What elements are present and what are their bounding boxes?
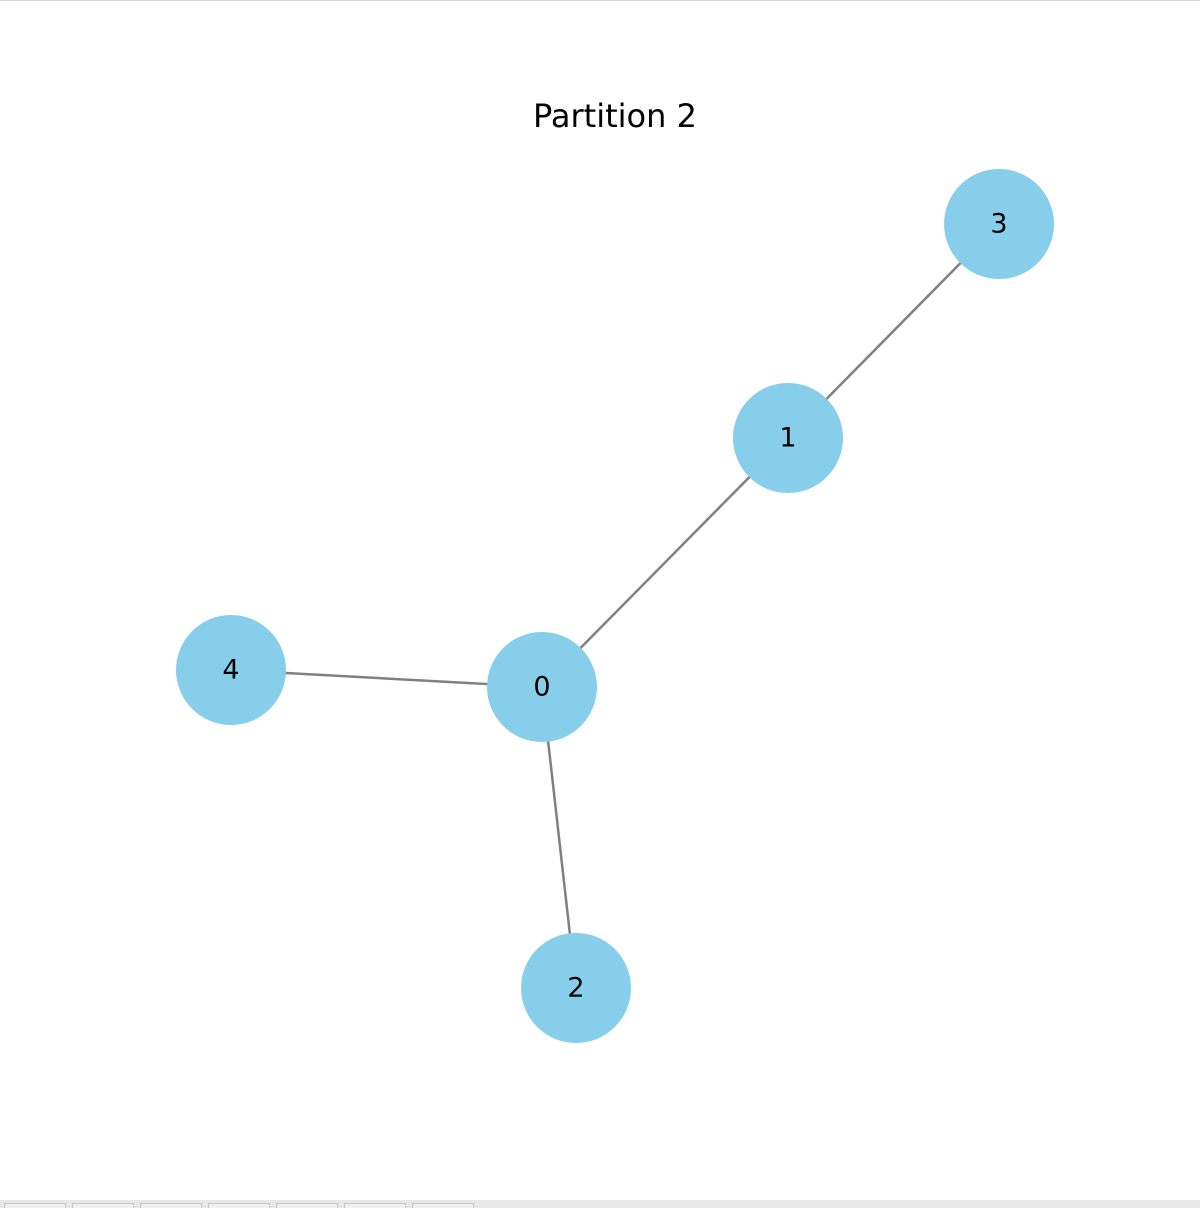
edge-0-1	[541, 437, 789, 688]
bottom-tab[interactable]	[72, 1203, 134, 1208]
node-label: 3	[990, 209, 1007, 240]
node-label: 2	[567, 973, 584, 1004]
node-label: 4	[222, 655, 239, 686]
bottom-tab[interactable]	[412, 1203, 474, 1208]
bottom-scroll-bar	[0, 1200, 1200, 1208]
node-circle	[944, 169, 1054, 279]
node-circle	[487, 632, 597, 742]
node-circle	[733, 383, 843, 493]
node-label: 1	[779, 423, 796, 454]
top-border	[0, 0, 1200, 1]
bottom-tab[interactable]	[140, 1203, 202, 1208]
node-2: 2	[521, 933, 631, 1043]
node-circle	[176, 615, 286, 725]
edges-layer	[230, 223, 1000, 989]
node-1: 1	[733, 383, 843, 493]
node-label: 0	[533, 672, 550, 703]
bottom-tab[interactable]	[344, 1203, 406, 1208]
node-4: 4	[176, 615, 286, 725]
node-circle	[521, 933, 631, 1043]
node-0: 0	[487, 632, 597, 742]
node-3: 3	[944, 169, 1054, 279]
bottom-tab[interactable]	[208, 1203, 270, 1208]
nodes-layer: 0 1 2 3 4	[176, 169, 1054, 1043]
graph-title: Partition 2	[533, 97, 697, 135]
bottom-tab[interactable]	[276, 1203, 338, 1208]
bottom-tab[interactable]	[4, 1203, 66, 1208]
